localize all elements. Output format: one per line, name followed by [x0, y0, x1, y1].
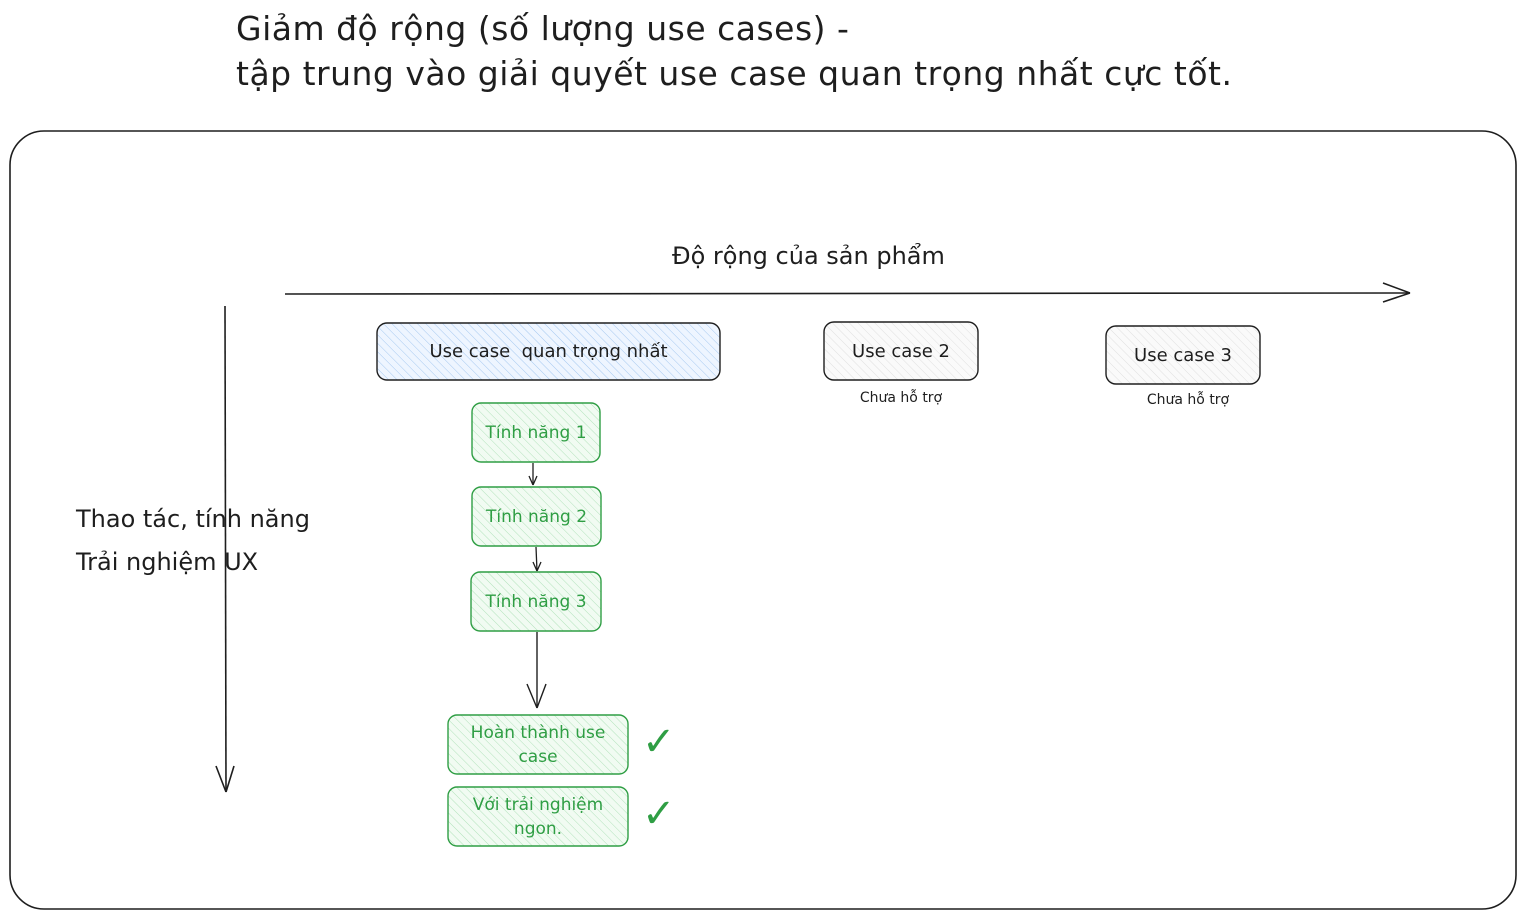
- feature-label-2: Tính năng 2: [485, 506, 588, 527]
- use-case-label-2: Use case 2: [852, 340, 950, 362]
- feature-box-2: [471, 486, 602, 547]
- title-line-1: Giảm độ rộng (số lượng use cases) -: [236, 9, 850, 48]
- use-case-box-3: [1105, 325, 1261, 385]
- check-icon: ✓: [642, 719, 676, 765]
- connector-arrow-2: [532, 546, 542, 572]
- vertical-axis-label-line-1: Thao tác, tính năng: [76, 505, 310, 533]
- feature-box-3: [470, 571, 602, 632]
- outcome-box-2: [447, 786, 629, 847]
- use-case-label-primary: Use case quan trọng nhất: [429, 341, 668, 362]
- connector-arrow-3: [526, 632, 547, 709]
- horizontal-axis-label: Độ rộng của sản phẩm: [672, 242, 945, 270]
- use-case-label-3: Use case 3: [1134, 344, 1232, 366]
- feature-label-1: Tính năng 1: [485, 422, 587, 443]
- vertical-axis-label-line-2: Trải nghiệm UX: [76, 548, 259, 576]
- outcome-label-2: Với trải nghiệm ngon.: [472, 794, 604, 839]
- outcome-box-1: [447, 714, 629, 775]
- connector-arrow-1: [528, 463, 538, 486]
- check-icon: ✓: [642, 791, 676, 837]
- use-case-2-status: Chưa hỗ trợ: [859, 390, 943, 406]
- vertical-axis-arrow: [215, 305, 235, 793]
- use-case-box-2: [823, 321, 979, 381]
- horizontal-axis-arrow: [284, 282, 1411, 303]
- feature-box-1: [471, 402, 601, 463]
- feature-label-3: Tính năng 3: [485, 591, 587, 612]
- title-line-2: tập trung vào giải quyết use case quan t…: [236, 54, 1233, 93]
- outer-frame: [9, 130, 1517, 910]
- outcome-label-1: Hoàn thành use case: [470, 722, 606, 767]
- use-case-box-primary: [376, 322, 721, 381]
- use-case-3-status: Chưa hỗ trợ: [1146, 392, 1230, 408]
